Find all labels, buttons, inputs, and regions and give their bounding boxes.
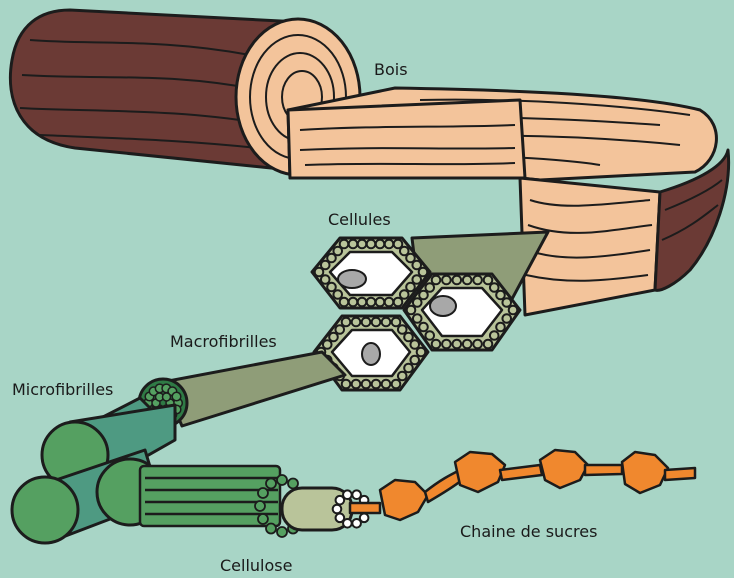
label-cellulose: Cellulose bbox=[220, 556, 292, 575]
cell-nucleus bbox=[362, 343, 380, 365]
bead bbox=[404, 364, 413, 373]
bead bbox=[496, 323, 505, 332]
bead bbox=[413, 298, 422, 307]
bead bbox=[419, 291, 428, 300]
bead bbox=[367, 298, 376, 307]
bead bbox=[463, 276, 472, 285]
bead bbox=[376, 240, 385, 249]
bead bbox=[333, 505, 342, 514]
bead bbox=[484, 340, 493, 349]
bead bbox=[490, 331, 499, 340]
bead bbox=[453, 340, 462, 349]
bead bbox=[410, 356, 419, 365]
bead bbox=[376, 298, 385, 307]
bead bbox=[352, 519, 361, 528]
bead bbox=[172, 392, 181, 401]
bead bbox=[288, 478, 298, 488]
bead bbox=[277, 475, 287, 485]
bead bbox=[398, 325, 407, 334]
bead bbox=[412, 275, 421, 284]
bead bbox=[335, 325, 344, 334]
bead bbox=[323, 340, 332, 349]
bead bbox=[484, 276, 493, 285]
label-microfibrils: Microfibrilles bbox=[12, 380, 113, 399]
bead bbox=[473, 276, 482, 285]
bead bbox=[400, 290, 409, 299]
bead bbox=[372, 380, 381, 389]
bead bbox=[382, 380, 391, 389]
bead bbox=[340, 298, 349, 307]
bead bbox=[333, 247, 342, 256]
bead bbox=[463, 340, 472, 349]
bead bbox=[490, 283, 499, 292]
bead bbox=[432, 276, 441, 285]
bead bbox=[419, 323, 428, 332]
label-cells: Cellules bbox=[328, 210, 391, 229]
bead bbox=[321, 275, 330, 284]
bead bbox=[392, 318, 401, 327]
label-macrofibrils: Macrofibrilles bbox=[170, 332, 277, 351]
bead bbox=[502, 298, 511, 307]
bead bbox=[442, 276, 451, 285]
bead bbox=[509, 306, 518, 315]
bead bbox=[327, 283, 336, 292]
bead bbox=[406, 283, 415, 292]
bead bbox=[266, 524, 276, 534]
bead bbox=[385, 298, 394, 307]
bead bbox=[404, 333, 413, 342]
cell-nucleus bbox=[338, 270, 366, 288]
plank-front bbox=[288, 100, 525, 178]
bead bbox=[473, 340, 482, 349]
bead bbox=[496, 291, 505, 300]
bead bbox=[349, 240, 358, 249]
bead bbox=[453, 276, 462, 285]
bead bbox=[425, 331, 434, 340]
bead bbox=[502, 314, 511, 323]
bead bbox=[385, 240, 394, 249]
bead bbox=[352, 380, 361, 389]
bead bbox=[413, 314, 422, 323]
bead bbox=[266, 478, 276, 488]
bead bbox=[349, 298, 358, 307]
bead bbox=[336, 514, 345, 523]
bead bbox=[367, 240, 376, 249]
bead bbox=[425, 283, 434, 292]
bead bbox=[382, 318, 391, 327]
cone-cell-to-bundle bbox=[163, 352, 345, 426]
bead bbox=[342, 380, 351, 389]
bead bbox=[410, 340, 419, 349]
bead bbox=[329, 333, 338, 342]
bead bbox=[358, 240, 367, 249]
bead bbox=[343, 490, 352, 499]
bead bbox=[417, 348, 426, 357]
bead bbox=[333, 290, 342, 299]
cell-nucleus bbox=[430, 296, 456, 316]
bead bbox=[362, 380, 371, 389]
bead bbox=[362, 318, 371, 327]
bead bbox=[442, 340, 451, 349]
label-sugar-chain: Chaine de sucres bbox=[460, 522, 597, 541]
bead bbox=[352, 318, 361, 327]
bead bbox=[419, 268, 428, 277]
bead bbox=[258, 488, 268, 498]
bead bbox=[163, 393, 171, 401]
label-wood: Bois bbox=[374, 60, 408, 79]
bead bbox=[407, 306, 416, 315]
bead bbox=[392, 380, 401, 389]
bead bbox=[372, 318, 381, 327]
bead bbox=[342, 318, 351, 327]
bead bbox=[394, 298, 403, 307]
bead bbox=[277, 527, 287, 537]
bead bbox=[258, 514, 268, 524]
bead bbox=[358, 298, 367, 307]
bead bbox=[398, 372, 407, 381]
bead bbox=[255, 501, 265, 511]
bead bbox=[432, 340, 441, 349]
sugar-chain bbox=[350, 450, 695, 520]
